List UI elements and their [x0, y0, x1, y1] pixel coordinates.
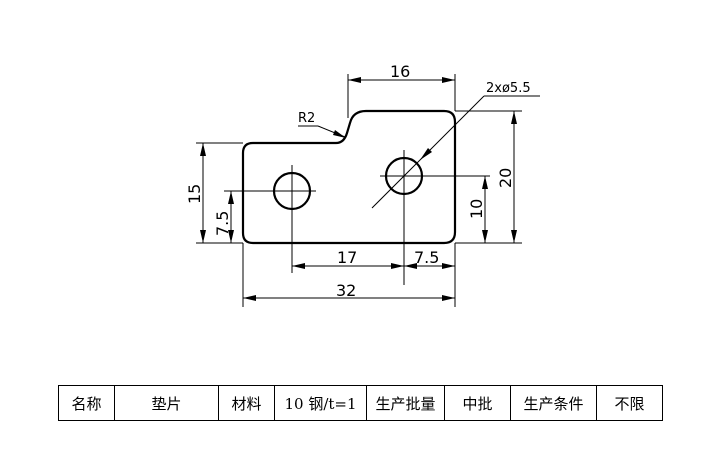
- table-cell-batch-label: 生产批量: [366, 385, 445, 421]
- table-cell-conditions-value: 不限: [596, 385, 663, 421]
- dim-10-arrow-bottom: [482, 230, 488, 243]
- radius-arrow: [333, 130, 346, 138]
- radius-text: R2: [298, 111, 315, 126]
- dim-20-text: 20: [496, 168, 515, 188]
- dim-20-arrow-bottom: [511, 230, 517, 243]
- dim-32-arrow-right: [442, 295, 455, 301]
- table-row: 名称 垫片 材料 10 钢/t=1 生产批量 中批 生产条件 不限: [58, 385, 663, 421]
- dim-10-arrow-top: [482, 176, 488, 189]
- table-cell-name-label: 名称: [58, 385, 115, 421]
- dim-15-arrow-top: [200, 143, 206, 156]
- dim-7-5-arrow-top: [228, 191, 234, 204]
- dim-16-arrow-left: [348, 77, 361, 83]
- dim-16-text: 16: [390, 62, 410, 81]
- dim-17-arrow-right: [391, 263, 404, 269]
- dim-15-arrow-bottom: [200, 230, 206, 243]
- dim-7-5-left-text: 7.5: [213, 211, 232, 236]
- dim-15-text: 15: [185, 184, 204, 204]
- part-outline: [241, 109, 457, 245]
- dim-17-text: 17: [337, 248, 357, 267]
- dim-32-arrow-left: [243, 295, 256, 301]
- dim-17-arrow-left: [292, 263, 305, 269]
- table-cell-batch-value: 中批: [444, 385, 511, 421]
- dim-7-5-arrow-bottom: [228, 230, 234, 243]
- spec-table: 名称 垫片 材料 10 钢/t=1 生产批量 中批 生产条件 不限: [58, 385, 663, 421]
- hole-callout-text: 2xø5.5: [486, 81, 531, 96]
- dim-20-arrow-top: [511, 111, 517, 124]
- dim-7-5-bottom-arrow-right: [442, 263, 455, 269]
- dim-16-arrow-right: [442, 77, 455, 83]
- table-cell-material-value: 10 钢/t=1: [274, 385, 367, 421]
- dim-7-5-bottom-text: 7.5: [414, 248, 439, 267]
- dim-32-text: 32: [336, 281, 356, 300]
- dim-7-5-bottom-arrow-left: [404, 263, 417, 269]
- hole-callout-arrow: [420, 148, 432, 160]
- table-cell-conditions-label: 生产条件: [510, 385, 597, 421]
- dim-10-text: 10: [467, 199, 486, 219]
- table-cell-name-value: 垫片: [114, 385, 219, 421]
- table-cell-material-label: 材料: [218, 385, 275, 421]
